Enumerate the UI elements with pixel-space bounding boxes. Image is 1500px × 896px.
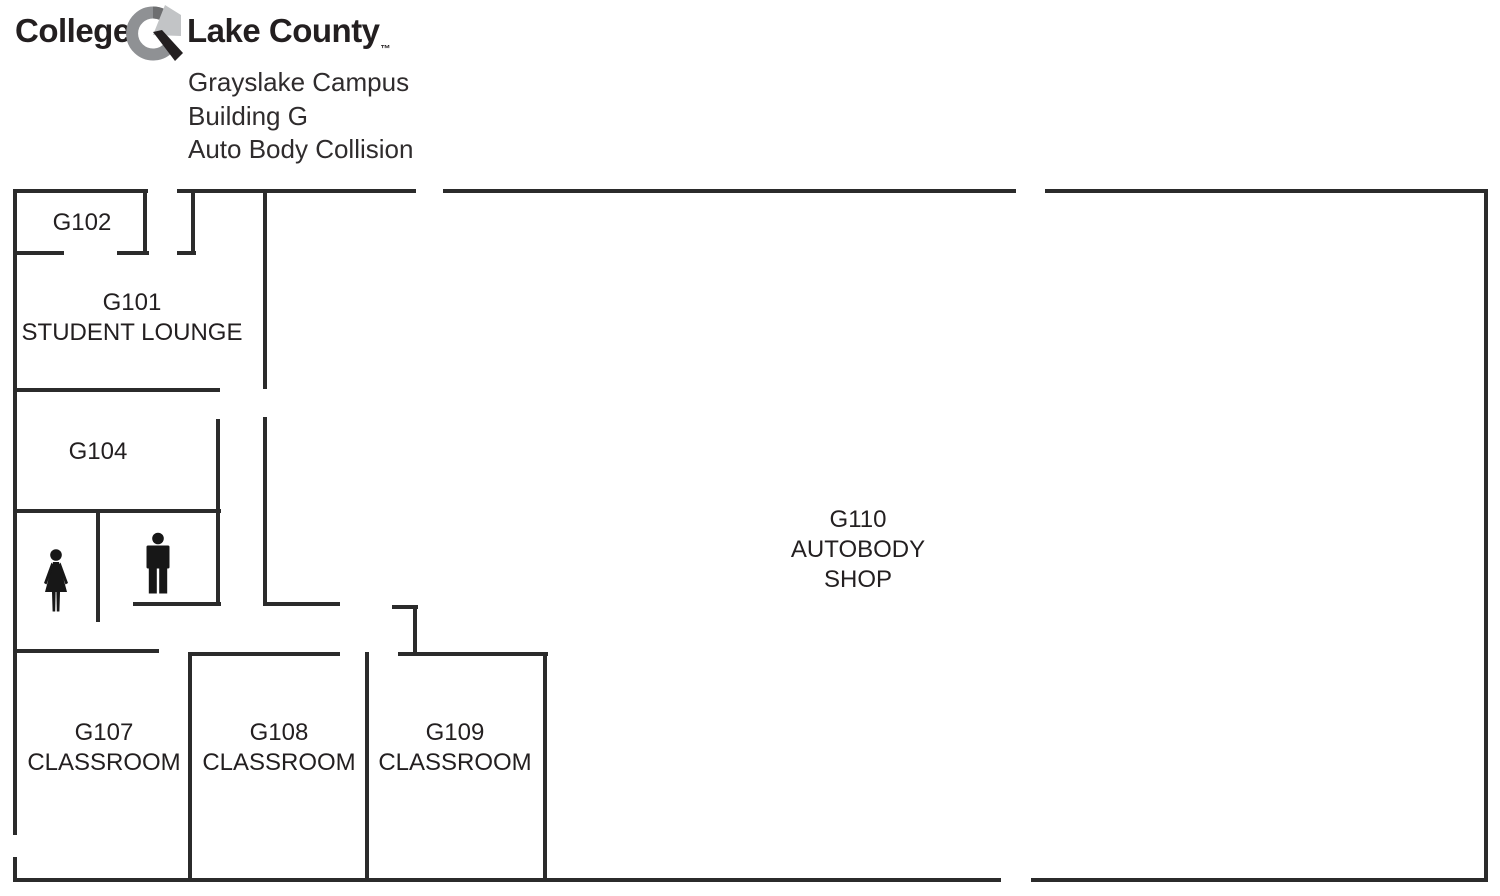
wall-segment (13, 857, 17, 882)
subtitle-line-program: Auto Body Collision (188, 134, 414, 164)
room-label-line: G109 (425, 719, 485, 746)
room-label-line: G102 (52, 209, 112, 236)
room-label-line: AUTOBODY (790, 536, 926, 563)
campus-subtitle: Grayslake Campus Building G Auto Body Co… (188, 66, 413, 167)
womens-restroom-icon (44, 549, 68, 612)
mens-restroom-icon (146, 532, 170, 594)
room-label-line: CLASSROOM (27, 749, 181, 776)
wall-segment (543, 652, 547, 882)
logo-college-text: College (15, 12, 131, 49)
wall-segment (133, 602, 221, 606)
wall-segment (413, 605, 417, 656)
wall-segment (13, 509, 221, 513)
wall-segment (263, 189, 267, 389)
wall-segment (177, 189, 416, 193)
wall-segment (188, 652, 192, 882)
room-label-line: G101 (102, 289, 162, 316)
wall-segment (13, 189, 148, 193)
room-label-line: SHOP (823, 566, 892, 593)
room-label-g104: G104 (69, 437, 128, 467)
wall-segment (1484, 189, 1488, 882)
wall-segment (443, 189, 1016, 193)
clc-logo-icon (126, 5, 183, 61)
room-label-g102: G102 (53, 208, 112, 238)
wall-segment (216, 419, 220, 513)
wall-segment (177, 251, 196, 255)
wall-segment (264, 602, 340, 606)
wall-segment (1045, 189, 1488, 193)
room-label-line: G108 (249, 719, 309, 746)
wall-segment (392, 605, 418, 609)
wall-segment (189, 652, 340, 656)
room-label-line: CLASSROOM (378, 749, 532, 776)
wall-segment (117, 251, 149, 255)
room-label-line: STUDENT LOUNGE (21, 319, 243, 346)
wall-segment (13, 189, 17, 835)
wall-segment (13, 649, 159, 653)
trademark-symbol: ™ (380, 44, 391, 55)
wall-segment (191, 189, 195, 255)
wall-segment (263, 417, 267, 606)
logo-lakecounty-text: Lake County™ (187, 12, 391, 55)
wall-segment (13, 878, 1001, 882)
logo-lakecounty-label: Lake County (187, 12, 380, 49)
wall-segment (96, 509, 100, 622)
wall-segment (13, 388, 220, 392)
wall-segment (216, 509, 220, 606)
wall-segment (143, 189, 147, 255)
subtitle-line-campus: Grayslake Campus (188, 67, 410, 97)
wall-segment (1031, 878, 1488, 882)
room-label-line: G107 (74, 719, 134, 746)
room-label-line: CLASSROOM (202, 749, 356, 776)
subtitle-line-building: Building G (188, 100, 308, 131)
wall-segment (13, 251, 64, 255)
room-label-line: G110 (829, 506, 887, 533)
room-label-line: G104 (68, 438, 128, 465)
wall-segment (365, 652, 369, 882)
wall-segment (398, 652, 548, 656)
